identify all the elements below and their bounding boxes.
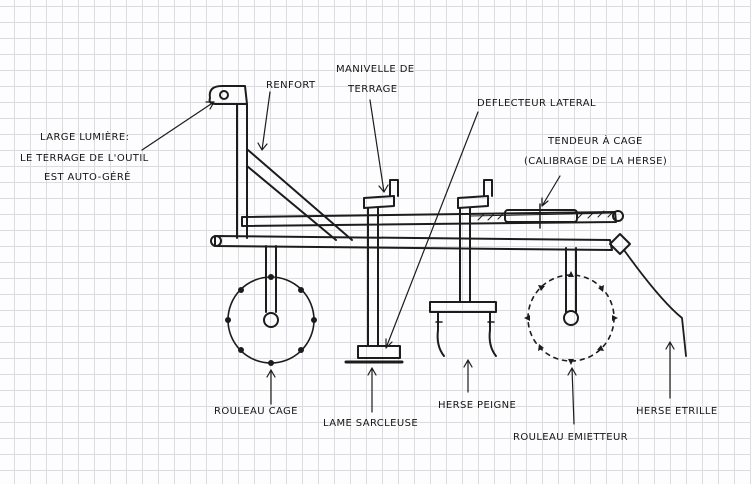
crumbler-roller [524, 247, 618, 365]
label-herse-peigne: HERSE PEIGNE [438, 400, 516, 411]
label-herse-etrille: HERSE ETRILLE [636, 406, 718, 417]
label-large-lumiere-2: LE TERRAGE DE L'OUTIL [20, 153, 149, 164]
cage-roller-arm [265, 245, 277, 313]
diagram-labels: LARGE LUMIÈRE: LE TERRAGE DE L'OUTIL EST… [20, 64, 718, 443]
leader-lines [141, 91, 675, 425]
rod-hatching [477, 210, 614, 221]
label-manivelle-1: MANIVELLE DE [336, 64, 415, 75]
slot-pin [219, 90, 229, 100]
comb-tines [436, 311, 497, 357]
label-rouleau-cage: ROULEAU CAGE [214, 406, 298, 417]
label-renfort: RENFORT [266, 80, 316, 91]
end-pivot [612, 210, 624, 222]
label-deflecteur: DEFLECTEUR LATERAL [477, 98, 596, 109]
hoe-blade-assembly [344, 179, 404, 364]
label-lame-sarcleuse: LAME SARCLEUSE [323, 418, 418, 429]
tensioner-rod [469, 212, 616, 217]
label-large-lumiere-1: LARGE LUMIÈRE: [40, 130, 129, 143]
upper-beam [241, 211, 617, 227]
label-tendeur-1: TENDEUR À CAGE [547, 134, 643, 147]
hitch-pin [210, 235, 222, 247]
comb-harrow-shank [459, 207, 471, 303]
crumbler-roller-arm [565, 247, 577, 313]
cage-roller-bars [225, 274, 317, 366]
tensioner-sleeve [504, 209, 578, 223]
label-large-lumiere-3: EST AUTO-GÉRÉ [44, 170, 131, 183]
renfort-brace [246, 149, 353, 241]
label-tendeur-2: (CALIBRAGE DE LA HERSE) [524, 156, 667, 167]
tine-harrow [623, 249, 687, 357]
cage-roller [225, 245, 317, 366]
label-manivelle-2: TERRAGE [347, 84, 397, 95]
hoe-blade [357, 345, 401, 359]
crumbler-roller-hub [563, 310, 579, 326]
diamond-joint [609, 233, 631, 255]
hoe-shank [367, 207, 379, 347]
cage-roller-hub [263, 312, 279, 328]
crumbler-roller-spikes [524, 271, 618, 365]
comb-collar [457, 195, 489, 209]
machine-frame [208, 85, 631, 255]
terrage-crank [389, 179, 399, 197]
comb-crank [483, 179, 493, 197]
crank-collar [363, 195, 395, 209]
comb-harrow [429, 179, 497, 357]
main-beam [214, 235, 613, 251]
label-rouleau-emietteur: ROULEAU EMIETTEUR [513, 432, 628, 443]
comb-bar [429, 301, 497, 313]
mast [236, 103, 248, 239]
